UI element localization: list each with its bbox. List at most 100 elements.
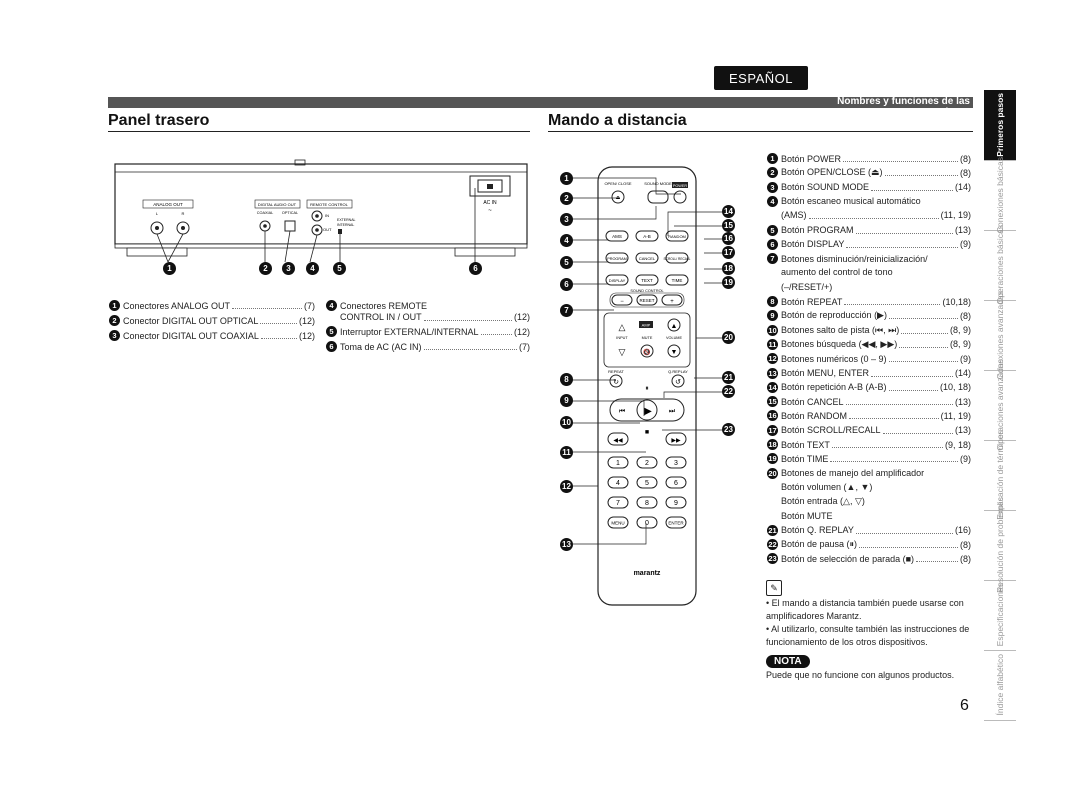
remote-item-label: Botón escaneo musical automático: [781, 196, 921, 207]
svg-text:~: ~: [488, 208, 492, 214]
key-1: 1: [616, 460, 620, 467]
remote-item-label: Botones numéricos (0 – 9): [781, 353, 887, 364]
side-nav-item[interactable]: Operaciones básicas: [984, 225, 1016, 305]
key-8: 8: [645, 500, 649, 507]
remote-item-label: Botones disminución/reinicialización/: [781, 253, 928, 264]
key-9: 9: [674, 500, 678, 507]
remote-callout-6: 6: [560, 278, 573, 291]
remote-callout-5: 5: [560, 256, 573, 269]
remote-item-num: 4: [767, 195, 778, 207]
remote-callout-13: 13: [560, 538, 573, 551]
note-bullet-1: • El mando a distancia también puede usa…: [766, 598, 964, 621]
time-label: TIME: [672, 278, 683, 283]
digital-audio-out-label: DIGITAL AUDIO OUT: [258, 202, 297, 207]
remote-item-label: (AMS): [781, 210, 807, 221]
remote-item-label: Botón de selección de parada (■): [781, 553, 915, 564]
remote-callout-12: 12: [560, 480, 573, 493]
remote-item-label: Botón CANCEL: [781, 396, 844, 407]
remote-item-label: Botón POWER: [781, 153, 842, 164]
side-nav-label: Especificaciones: [995, 583, 1005, 647]
svg-text:⏏: ⏏: [616, 195, 621, 201]
side-nav-item[interactable]: Conexiones básicas: [984, 157, 1016, 233]
key-0: 0: [645, 520, 649, 527]
side-nav-item[interactable]: Índice alfabético: [984, 650, 1016, 721]
svg-text:▼: ▼: [671, 349, 678, 356]
remote-item-num: 16: [767, 410, 778, 422]
remote-item-num: 1: [767, 153, 778, 164]
remote-item-label: Botón Q. REPLAY: [781, 525, 854, 536]
side-nav-label: Índice alfabético: [995, 654, 1005, 716]
remote-item-num: 23: [767, 553, 778, 565]
rear-item-num: 4: [326, 300, 337, 311]
r-label: R: [182, 211, 185, 216]
remote-item-7: aumento del control de tono: [781, 267, 971, 277]
remote-item-page: (14): [954, 182, 971, 193]
svg-text:▽: ▽: [619, 347, 626, 357]
remote-item-label: Botón de reproducción (▶): [781, 310, 887, 321]
remote-item-label: Botones de manejo del amplificador: [781, 468, 925, 479]
text-label: TEXT: [641, 278, 653, 283]
rear-item-3: 3 Conector DIGITAL OUT COAXIAL(12): [109, 330, 315, 341]
internal-label: INTERNAL: [337, 223, 354, 227]
remote-rule: [548, 131, 973, 132]
remote-callout-7: 7: [560, 304, 573, 317]
page-number: 6: [960, 697, 969, 714]
amp-label: AMP: [642, 323, 651, 328]
random-label: RANDOM: [668, 234, 686, 239]
coaxial-label: COAXIAL: [257, 211, 273, 215]
rear-panel-title: Panel trasero: [108, 112, 210, 129]
rear-callout-1: 1: [163, 262, 176, 275]
header-bar: [108, 97, 973, 108]
minus-label: −: [620, 299, 624, 305]
side-nav-item[interactable]: Conexiones avanzadas: [984, 291, 1016, 379]
side-nav-item[interactable]: Primeros pasos: [984, 90, 1016, 161]
side-nav-item[interactable]: Explicación de términos: [984, 430, 1016, 520]
remote-item-page: (10,18): [942, 296, 971, 307]
remote-item-20: Botón volumen (▲, ▼): [781, 482, 971, 492]
side-nav-item[interactable]: Especificaciones: [984, 580, 1016, 651]
remote-item-label: Botón TIME: [781, 453, 829, 464]
rear-item-num: 3: [109, 330, 120, 341]
remote-item-num: 19: [767, 453, 778, 465]
repeat-label: REPEAT: [608, 369, 624, 374]
remote-item-num: 12: [767, 353, 778, 365]
mute-label: MUTE: [642, 336, 653, 340]
brand-logo: marantz: [634, 570, 661, 577]
remote-item-label: Botón de pausa (⏸): [781, 539, 858, 550]
svg-text:▲: ▲: [671, 323, 678, 330]
side-nav-item[interactable]: Operaciones avanzadas: [984, 359, 1016, 451]
remote-item-num: 7: [767, 253, 778, 265]
remote-item-num: 18: [767, 439, 778, 450]
remote-leader-lines: [564, 177, 722, 545]
remote-callout-4: 4: [560, 234, 573, 247]
remote-callout-3: 3: [560, 213, 573, 226]
side-nav-item[interactable]: Resolución de problemas: [984, 497, 1016, 593]
remote-item-page: (8, 9): [949, 339, 971, 350]
rear-item-page: (7): [304, 300, 315, 311]
remote-item-page: (9): [960, 239, 971, 250]
remote-callout-19: 19: [722, 276, 735, 289]
remote-item-page: (11, 19): [940, 210, 971, 221]
remote-item-label: Botón entrada (△, ▽): [781, 496, 865, 507]
remote-item-page: (9): [960, 353, 971, 364]
rear-panel-rule: [108, 131, 530, 132]
language-tab[interactable]: ESPAÑOL: [714, 66, 808, 90]
remote-item-page: (8): [960, 553, 971, 564]
nota-text: Puede que no funcione con algunos produc…: [766, 670, 955, 680]
rear-item-1: 1 Conectores ANALOG OUT(7): [109, 300, 315, 311]
remote-item-num: 13: [767, 367, 778, 379]
remote-callout-15: 15: [722, 219, 735, 232]
rear-item-num: 5: [326, 326, 337, 337]
remote-callout-21: 21: [722, 371, 735, 384]
input-label: INPUT: [616, 336, 628, 340]
